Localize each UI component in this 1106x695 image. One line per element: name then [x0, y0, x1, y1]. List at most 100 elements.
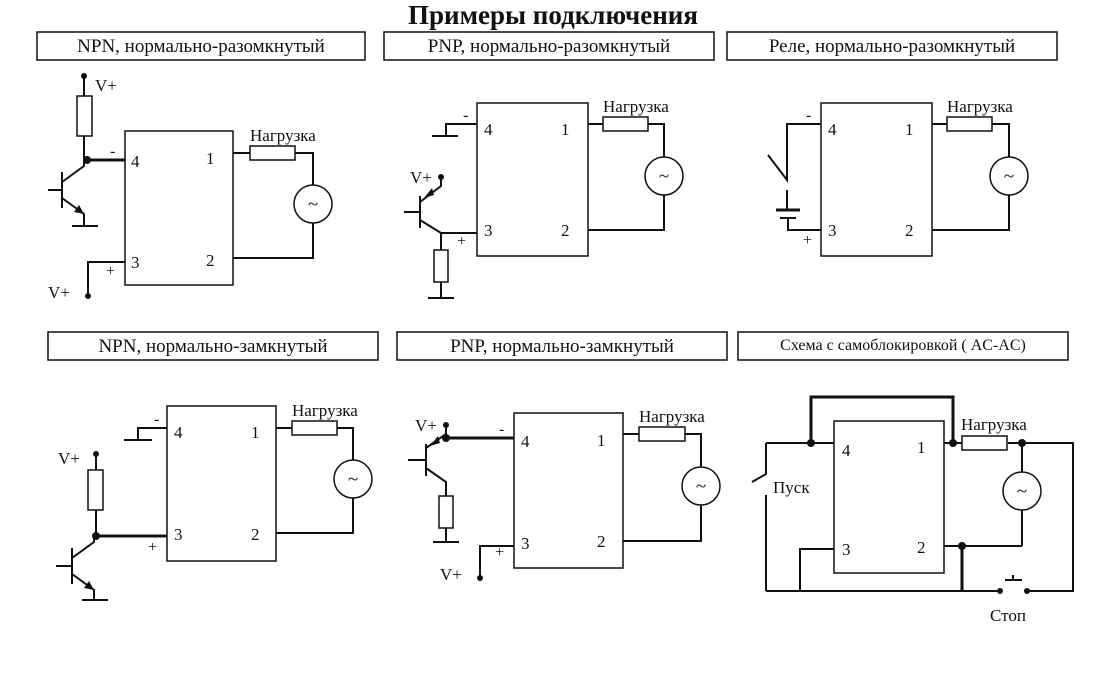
caption-box [36, 31, 366, 61]
pin-4: 4 [174, 423, 183, 442]
load-resistor [602, 116, 649, 132]
emitter-arrow [84, 581, 94, 590]
panel-npn-normally-open: NPN, нормально-разомкнутый 4 1 3 2 V+ - … [36, 31, 366, 302]
ac-symbol: ~ [659, 166, 669, 187]
caption: Реле, нормально-разомкнутый [769, 36, 1015, 57]
load-wire [932, 123, 1010, 231]
ac-source [333, 459, 373, 499]
minus-label: - [154, 411, 159, 428]
ground-wire [124, 427, 167, 441]
vplus-label: V+ [440, 565, 462, 584]
resistor [438, 495, 454, 529]
plus-label: + [495, 544, 504, 561]
pin-4: 4 [521, 432, 530, 451]
stop-label: Стоп [990, 606, 1026, 625]
stop-switch [1005, 575, 1022, 581]
ac-symbol: ~ [1004, 166, 1014, 187]
junction [442, 434, 450, 442]
vplus-label: V+ [410, 168, 432, 187]
pin-2: 2 [561, 221, 570, 240]
load-label: Нагрузка [603, 97, 669, 116]
top-bus [809, 395, 955, 443]
wire [87, 261, 125, 296]
terminal [477, 575, 483, 581]
load-label: Нагрузка [961, 415, 1027, 434]
junction [949, 439, 957, 447]
caption-box [726, 31, 1058, 61]
resistor [87, 469, 104, 511]
wire [479, 545, 514, 578]
pin-1: 1 [251, 423, 260, 442]
load-resistor [638, 426, 686, 442]
pin-3: 3 [842, 540, 851, 559]
caption: Схема с самоблокировкой ( AC-AC) [780, 337, 1026, 354]
load-wire [276, 427, 354, 534]
panel-self-locking-ac: Схема с самоблокировкой ( AC-AC) 4 1 3 2… [737, 331, 1074, 625]
start-label: Пуск [773, 478, 810, 497]
ac-source [644, 156, 684, 196]
caption-box [47, 331, 379, 361]
load-wire [623, 433, 702, 542]
pin-1: 1 [561, 120, 570, 139]
emitter-arrow [424, 188, 434, 198]
minus-label: - [463, 107, 468, 124]
npn-transistor [56, 536, 95, 600]
caption: PNP, нормально-разомкнутый [428, 36, 670, 57]
wire [799, 548, 834, 592]
sensor-block [820, 102, 933, 257]
pin-1: 1 [597, 431, 606, 450]
load-wire [588, 123, 665, 231]
panel-pnp-normally-closed: PNP, нормально-замкнутый 4 1 3 2 V+ - + … [396, 331, 728, 584]
wire [787, 218, 821, 231]
minus-label: - [110, 143, 115, 160]
junction [997, 588, 1003, 594]
load-resistor [946, 116, 993, 132]
sensor-block [833, 420, 945, 574]
plus-label: + [148, 539, 157, 556]
pnp-transistor [404, 177, 477, 250]
minus-label: - [806, 107, 811, 124]
vplus-label: V+ [95, 76, 117, 95]
pin-2: 2 [905, 221, 914, 240]
minus-label: - [499, 421, 504, 438]
panel-npn-normally-closed: NPN, нормально-замкнутый 4 1 3 2 - V+ + … [47, 331, 379, 601]
pin-1: 1 [905, 120, 914, 139]
load-resistor [291, 420, 338, 436]
resistor [76, 95, 93, 137]
caption-box [396, 331, 728, 361]
pin-2: 2 [251, 525, 260, 544]
sensor-block [166, 405, 277, 562]
load-label: Нагрузка [250, 126, 316, 145]
ac-symbol: ~ [348, 469, 358, 490]
ground [428, 282, 454, 299]
pin-3: 3 [484, 221, 493, 240]
plus-label: + [457, 233, 466, 250]
panel-pnp-normally-open: PNP, нормально-разомкнутый 4 1 3 2 - V+ … [383, 31, 715, 299]
pin-3: 3 [521, 534, 530, 553]
pin-4: 4 [484, 120, 493, 139]
load-label: Нагрузка [292, 401, 358, 420]
resistor [433, 249, 449, 283]
caption-box [737, 331, 1069, 361]
ac-symbol: ~ [308, 194, 318, 215]
ac-source [989, 156, 1029, 196]
wire [1008, 442, 1074, 592]
pin-1: 1 [206, 149, 215, 168]
pin-1: 1 [917, 438, 926, 457]
npn-transistor [48, 160, 85, 226]
caption: NPN, нормально-разомкнутый [77, 36, 325, 57]
sensor-block [476, 102, 589, 257]
pnp-transistor [408, 425, 447, 496]
pin-2: 2 [597, 532, 606, 551]
ac-symbol: ~ [696, 476, 706, 497]
caption-box [383, 31, 715, 61]
caption: PNP, нормально-замкнутый [450, 336, 674, 357]
pin-4: 4 [828, 120, 837, 139]
terminal [85, 293, 91, 299]
vplus-label: V+ [415, 416, 437, 435]
pin-3: 3 [828, 221, 837, 240]
start-switch [751, 443, 767, 591]
caption: NPN, нормально-замкнутый [98, 336, 327, 357]
pin-2: 2 [206, 251, 215, 270]
